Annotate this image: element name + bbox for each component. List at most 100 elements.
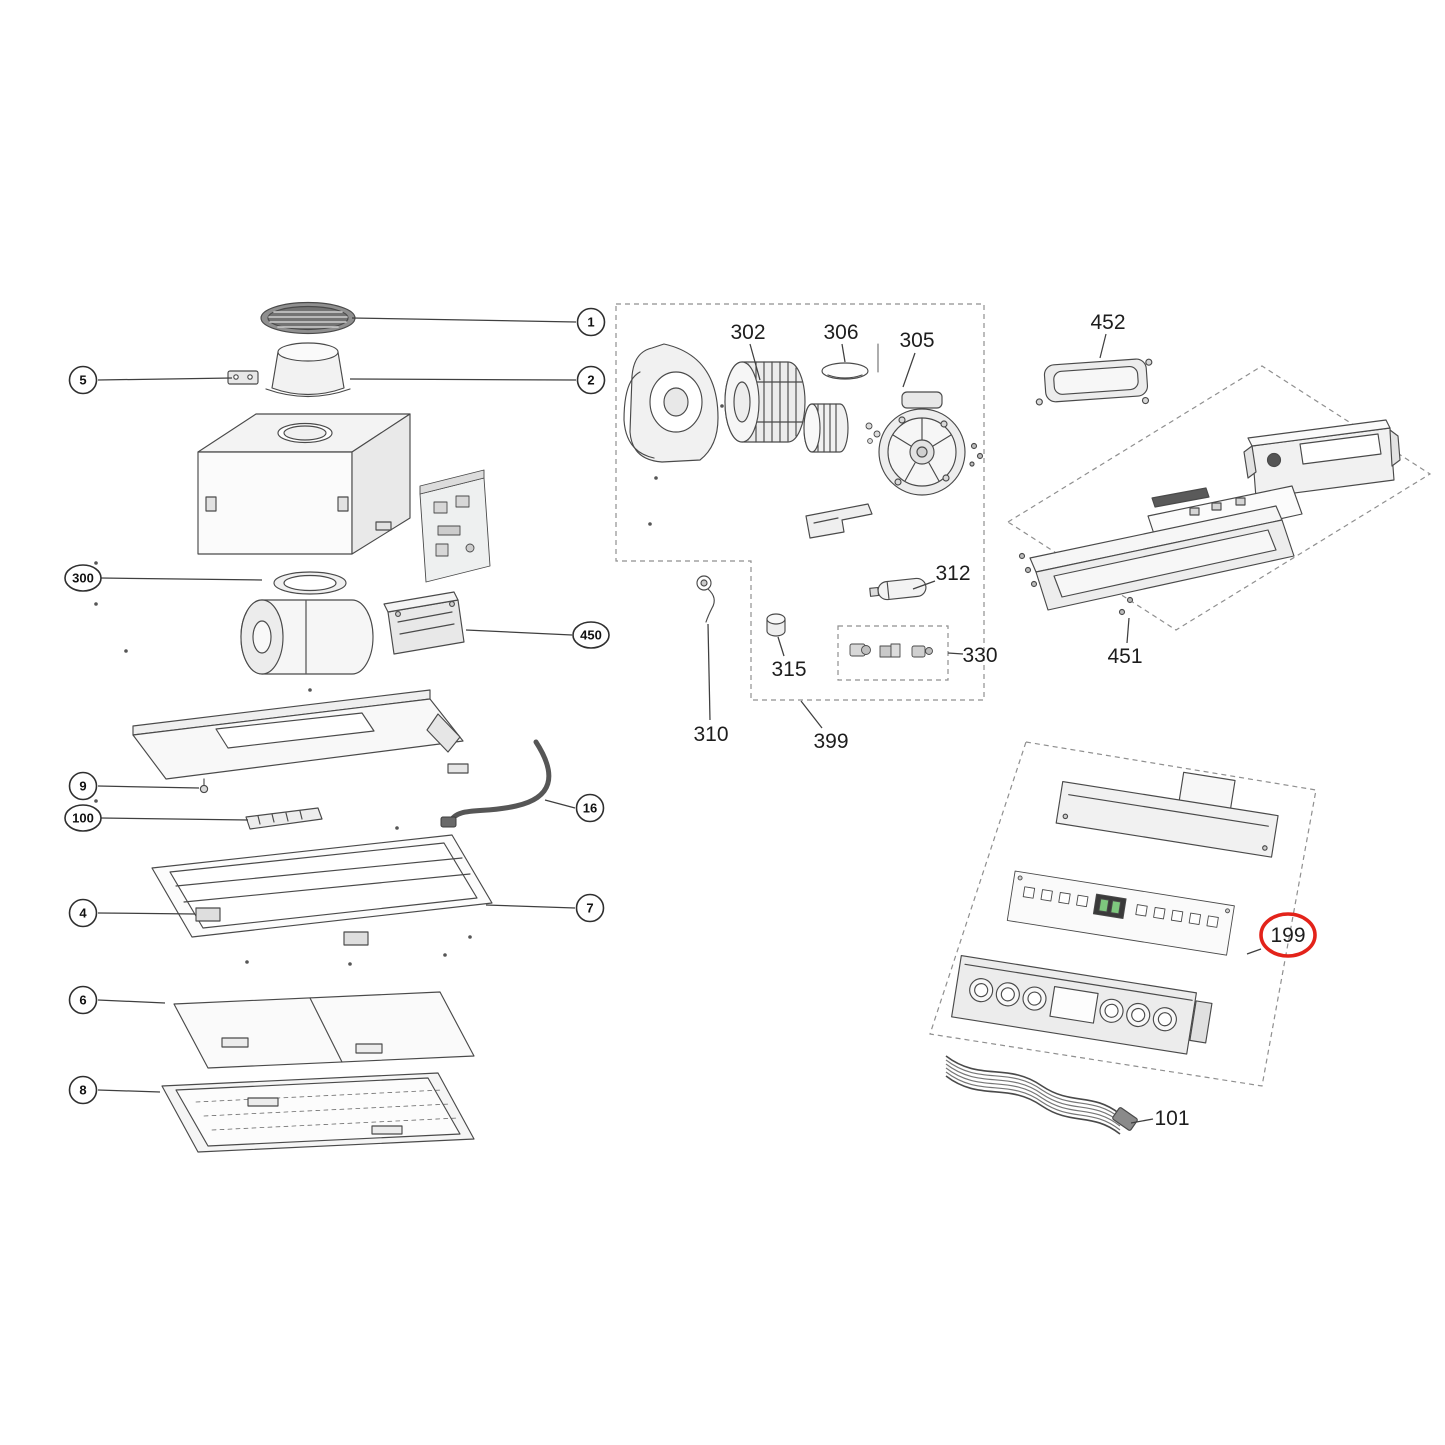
mounting-frame — [151, 834, 493, 946]
callout-7: 7 — [575, 893, 605, 923]
screw — [199, 778, 209, 794]
callout-315: 315 — [771, 658, 806, 681]
retaining-clip — [696, 575, 715, 623]
control-pcb — [1006, 870, 1235, 956]
callout-306: 306 — [823, 321, 858, 344]
power-cable — [440, 739, 552, 828]
blower-drum — [240, 571, 374, 675]
leader-451 — [1126, 617, 1130, 644]
highlight-ring — [1259, 912, 1317, 958]
screw-dots — [94, 404, 724, 966]
callout-452: 452 — [1090, 311, 1125, 334]
callout-label-302: 302 — [730, 321, 765, 344]
leader-310 — [707, 623, 711, 721]
ribbon-cable — [945, 1055, 1138, 1135]
chassis-pan — [132, 689, 469, 780]
callout-6: 6 — [68, 985, 98, 1015]
callout-300: 300 — [64, 564, 102, 592]
leader-306 — [841, 343, 846, 363]
callout-label-4: 4 — [79, 906, 87, 921]
clip-bracket — [227, 370, 259, 385]
callout-label-2: 2 — [587, 373, 594, 388]
leader-6 — [97, 999, 166, 1004]
callout-label-7: 7 — [586, 901, 593, 916]
leader-1 — [351, 317, 577, 323]
control-group-outline-451 — [1006, 365, 1432, 631]
callout-label-450: 450 — [580, 628, 602, 643]
callout-label-306: 306 — [823, 321, 858, 344]
callout-label-101: 101 — [1154, 1107, 1189, 1130]
callout-310: 310 — [693, 723, 728, 746]
leader-8 — [97, 1089, 161, 1093]
callout-label-5: 5 — [79, 373, 86, 388]
callout-1: 1 — [576, 307, 606, 337]
ribbon-connector — [1112, 1107, 1138, 1131]
panel-bracket — [1055, 771, 1279, 858]
callout-16: 16 — [575, 793, 605, 823]
leader-305 — [902, 352, 916, 388]
callout-label-315: 315 — [771, 658, 806, 681]
callout-label-330: 330 — [962, 644, 997, 667]
leader-315 — [777, 636, 785, 657]
motor-module — [383, 591, 465, 655]
callout-4: 4 — [68, 898, 98, 928]
leader-330 — [947, 652, 964, 655]
callout-302: 302 — [730, 321, 765, 344]
callout-label-199: 199 — [1270, 924, 1305, 947]
leader-300 — [100, 577, 263, 581]
spacer — [766, 613, 786, 637]
callout-101: 101 — [1154, 1107, 1189, 1130]
callout-label-451: 451 — [1107, 645, 1142, 668]
fittings — [849, 643, 933, 658]
callout-label-9: 9 — [79, 779, 86, 794]
control-housing — [1018, 485, 1303, 616]
leader-302 — [749, 343, 761, 381]
callout-312: 312 — [935, 562, 970, 585]
glass-panel — [173, 991, 475, 1069]
callout-label-1: 1 — [587, 315, 594, 330]
callout-label-305: 305 — [899, 329, 934, 352]
callout-100: 100 — [64, 804, 102, 832]
callout-399: 399 — [813, 730, 848, 753]
callout-label-310: 310 — [693, 723, 728, 746]
motor-sleeve — [803, 403, 849, 453]
leader-100 — [100, 817, 249, 821]
callout-label-312: 312 — [935, 562, 970, 585]
cover-452 — [1035, 358, 1153, 406]
leader-199 — [1246, 948, 1262, 955]
duct-collar — [265, 342, 351, 398]
motor-group-outline — [615, 303, 985, 701]
pushbutton-panel — [951, 955, 1213, 1055]
control-board — [419, 469, 491, 583]
callout-label-300: 300 — [72, 571, 94, 586]
display-housing — [1243, 419, 1401, 499]
leader-2 — [349, 378, 577, 381]
callout-305: 305 — [899, 329, 934, 352]
callout-330: 330 — [962, 644, 997, 667]
callout-label-100: 100 — [72, 811, 94, 826]
leader-312 — [912, 580, 936, 590]
panel-group-outline-199 — [929, 741, 1317, 1087]
motor-screws — [865, 343, 881, 444]
capacitor — [869, 577, 927, 601]
vent-grille — [260, 301, 356, 335]
motor-bracket — [805, 503, 873, 539]
leader-450 — [465, 629, 573, 636]
callout-2: 2 — [576, 365, 606, 395]
leader-399 — [800, 700, 823, 729]
callout-199: 199 — [1259, 912, 1317, 958]
callout-layer: 1 2 5 300 450 9 100 16 4 7 6 8 302 306 305 312 315 330 310… — [64, 307, 1317, 1130]
cover-disc — [821, 362, 869, 380]
callout-label-16: 16 — [583, 801, 597, 816]
leader-4 — [97, 912, 196, 915]
fan-housing — [623, 343, 719, 463]
callout-label-399: 399 — [813, 730, 848, 753]
callout-8: 8 — [68, 1075, 98, 1105]
callout-451: 451 — [1107, 645, 1142, 668]
leader-101 — [1130, 1118, 1154, 1124]
callout-label-452: 452 — [1090, 311, 1125, 334]
callout-9: 9 — [68, 771, 98, 801]
callout-label-8: 8 — [79, 1083, 86, 1098]
